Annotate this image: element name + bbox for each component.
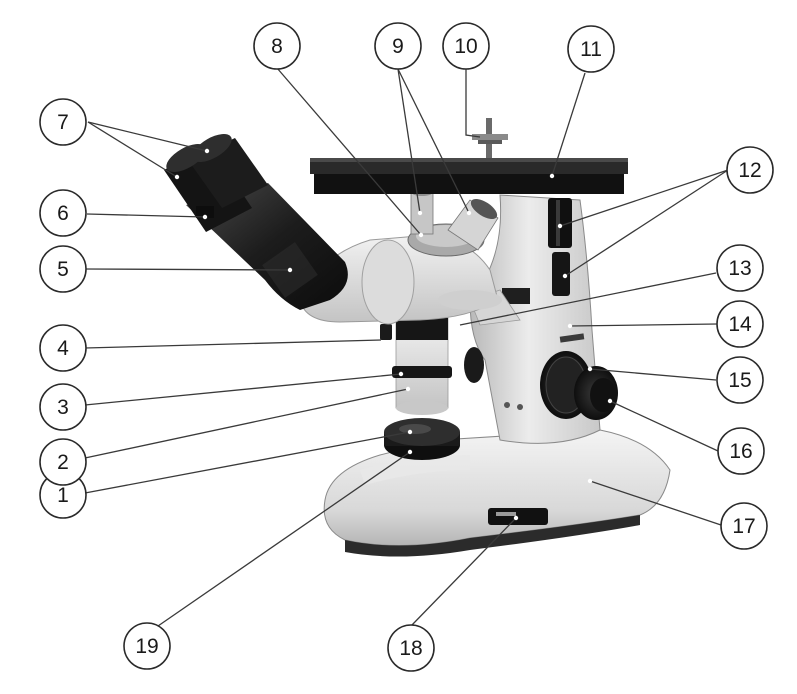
callout-17: 17 xyxy=(721,503,767,549)
leader-10 xyxy=(466,68,480,137)
callout-7: 7 xyxy=(40,99,86,145)
callout-2: 2 xyxy=(40,439,86,485)
locking-screw xyxy=(380,324,392,340)
callout-6: 6 xyxy=(40,190,86,236)
callout-17-label: 17 xyxy=(732,515,755,538)
callout-19: 19 xyxy=(124,623,170,669)
callout-9-label: 9 xyxy=(392,35,404,58)
callout-1-label: 1 xyxy=(57,484,69,507)
callout-6-label: 6 xyxy=(57,202,69,225)
callout-15: 15 xyxy=(717,357,763,403)
callout-3-label: 3 xyxy=(57,396,69,419)
specimen-clip xyxy=(472,118,508,158)
callout-12-label: 12 xyxy=(738,159,761,182)
callout-7-label: 7 xyxy=(57,111,69,134)
power-switch xyxy=(488,508,548,525)
callout-18-label: 18 xyxy=(399,637,422,660)
callout-5: 5 xyxy=(40,246,86,292)
left-focus-knob xyxy=(464,347,484,383)
callout-8: 8 xyxy=(254,23,300,69)
callout-5-label: 5 xyxy=(57,258,69,281)
callout-13-label: 13 xyxy=(728,257,751,280)
callout-3: 3 xyxy=(40,384,86,430)
callout-4: 4 xyxy=(40,325,86,371)
leader-7a xyxy=(88,122,177,177)
callout-16-label: 16 xyxy=(729,440,752,463)
callout-16: 16 xyxy=(718,428,764,474)
callout-11: 11 xyxy=(568,26,614,72)
callout-8-label: 8 xyxy=(271,35,283,58)
callout-10: 10 xyxy=(443,23,489,69)
callout-12: 12 xyxy=(727,147,773,193)
callout-11-label: 11 xyxy=(580,38,602,61)
stage-plate xyxy=(310,158,628,194)
leader-8 xyxy=(277,68,421,235)
callout-14-label: 14 xyxy=(728,313,752,336)
brightness-knob xyxy=(384,418,460,460)
callout-18: 18 xyxy=(388,625,434,671)
leader-7b xyxy=(88,122,207,151)
callout-13: 13 xyxy=(717,245,763,291)
fine-focus-knob xyxy=(574,366,618,420)
callout-14: 14 xyxy=(717,301,763,347)
callout-9: 9 xyxy=(375,23,421,69)
leader-6 xyxy=(87,214,205,217)
callout-15-label: 15 xyxy=(728,369,751,392)
callout-4-label: 4 xyxy=(57,337,69,360)
leader-4 xyxy=(85,340,381,348)
leader-2 xyxy=(85,389,408,458)
callout-10-label: 10 xyxy=(454,35,477,58)
callout-2-label: 2 xyxy=(57,451,69,474)
callout-19-label: 19 xyxy=(135,635,158,658)
